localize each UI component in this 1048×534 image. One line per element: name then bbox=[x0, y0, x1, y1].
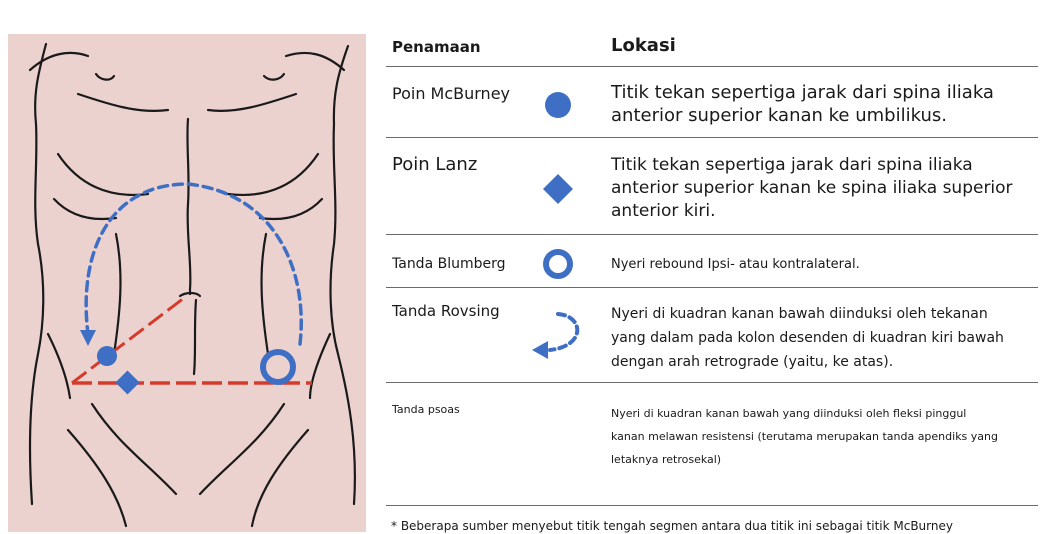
abd-line-left bbox=[114, 234, 120, 354]
row-desc-lanz: Titik tekan sepertiga jarak dari spina i… bbox=[611, 154, 1013, 223]
chest-left bbox=[78, 94, 168, 111]
lanz-point-icon bbox=[115, 370, 139, 394]
bottom-rule bbox=[386, 505, 1038, 506]
desc-line: kanan melawan resistensi (terutama merup… bbox=[611, 425, 998, 448]
linea-alba bbox=[187, 119, 190, 294]
inguinal-right bbox=[200, 404, 284, 494]
mcburney-point-icon bbox=[97, 346, 117, 366]
row-rule bbox=[386, 137, 1038, 138]
abdomen-illustration bbox=[8, 34, 366, 532]
iliac-left bbox=[48, 334, 70, 398]
desc-line: anterior kiri. bbox=[611, 200, 1013, 223]
row-rule bbox=[386, 382, 1038, 383]
torso-outline-left bbox=[30, 44, 46, 504]
rib-right bbox=[228, 154, 318, 195]
abd-line-right bbox=[262, 234, 268, 354]
dashed-curved-arrow-icon bbox=[528, 308, 590, 362]
row-name-mcburney: Poin McBurney bbox=[392, 84, 510, 103]
filled-diamond-icon bbox=[541, 172, 575, 206]
row-name-rovsing: Tanda Rovsing bbox=[392, 302, 500, 320]
filled-circle-icon bbox=[542, 89, 574, 121]
torso-outline-right bbox=[331, 46, 355, 504]
clavicle-right bbox=[264, 74, 284, 80]
inguinal-left bbox=[92, 404, 176, 494]
groin-right bbox=[252, 430, 308, 526]
header-lokasi: Lokasi bbox=[611, 35, 676, 56]
lower-rib-left bbox=[54, 199, 116, 219]
row-desc-rovsing: Nyeri di kuadran kanan bawah diinduksi o… bbox=[611, 302, 1004, 374]
row-desc-mcburney: Titik tekan sepertiga jarak dari spina i… bbox=[611, 81, 994, 127]
desc-line: anterior superior kanan ke spina iliaka … bbox=[611, 177, 1013, 200]
row-name-lanz: Poin Lanz bbox=[392, 154, 477, 175]
chest-right bbox=[208, 94, 296, 111]
rib-left bbox=[58, 154, 148, 195]
row-rule bbox=[386, 287, 1038, 288]
groin-left bbox=[68, 430, 126, 526]
lower-rib-right bbox=[260, 199, 322, 219]
desc-line: yang dalam pada kolon desenden di kuadra… bbox=[611, 326, 1004, 350]
ring-icon bbox=[541, 247, 575, 281]
header-rule bbox=[386, 66, 1038, 67]
row-rule bbox=[386, 234, 1038, 235]
row-name-psoas: Tanda psoas bbox=[392, 403, 460, 416]
desc-line: Nyeri di kuadran kanan bawah yang diindu… bbox=[611, 402, 998, 425]
shoulder-left bbox=[30, 53, 88, 70]
desc-line: Titik tekan sepertiga jarak dari spina i… bbox=[611, 154, 1013, 177]
desc-line: Titik tekan sepertiga jarak dari spina i… bbox=[611, 81, 994, 104]
umbilicus-line bbox=[194, 300, 196, 374]
desc-line: letaknya retrosekal) bbox=[611, 448, 998, 471]
desc-line: dengan arah retrograde (yaitu, ke atas). bbox=[611, 350, 1004, 374]
row-desc-psoas: Nyeri di kuadran kanan bawah yang diindu… bbox=[611, 402, 998, 471]
row-desc-blumberg: Nyeri rebound Ipsi- atau kontralateral. bbox=[611, 257, 860, 272]
clavicle-left bbox=[96, 74, 114, 80]
desc-line: Nyeri di kuadran kanan bawah diinduksi o… bbox=[611, 302, 1004, 326]
header-penamaan: Penamaan bbox=[392, 38, 481, 56]
rovsing-arrowhead bbox=[80, 330, 96, 346]
row-name-blumberg: Tanda Blumberg bbox=[392, 256, 506, 272]
iliac-right bbox=[310, 334, 330, 398]
shoulder-right bbox=[286, 53, 344, 70]
abdomen-drawing bbox=[8, 34, 366, 532]
blumberg-ring-icon bbox=[263, 352, 293, 382]
desc-line: anterior superior kanan ke umbilikus. bbox=[611, 104, 994, 127]
desc-line: Nyeri rebound Ipsi- atau kontralateral. bbox=[611, 257, 860, 272]
footnote: * Beberapa sumber menyebut titik tengah … bbox=[391, 519, 953, 533]
